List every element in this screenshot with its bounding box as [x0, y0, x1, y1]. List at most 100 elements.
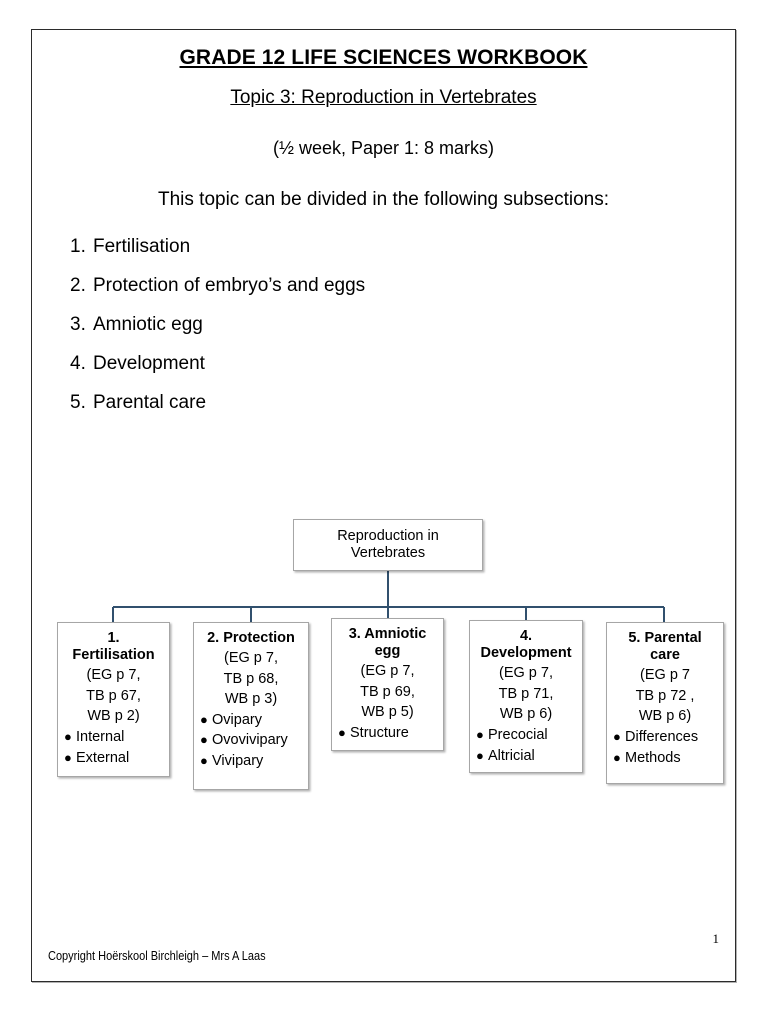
node-references: (EG p 7, TB p 68, WB p 3) [200, 648, 302, 710]
node-ref-line1: (EG p 7, [360, 663, 415, 680]
node-title-line1: 1. [107, 630, 120, 646]
topic-intro: This topic can be divided in the followi… [158, 188, 609, 210]
bullet-icon: ● [613, 749, 621, 765]
bullet-icon: ● [200, 753, 208, 768]
diagram-node-parental-care[interactable]: 5. Parental care (EG p 7 TB p 72 , WB p … [606, 622, 724, 784]
node-ref-line2: TB p 72 , [635, 687, 695, 704]
node-bullet-label: Altricial [488, 747, 535, 764]
node-bullet-list: ●Ovipary ●Ovovivipary ●Vivipary [200, 710, 302, 772]
list-item: 5. Parental care [70, 393, 735, 412]
node-bullet-item: ●Precocial [476, 725, 576, 746]
page-border [31, 29, 736, 982]
diagram-node-development[interactable]: 4. Development (EG p 7, TB p 71, WB p 6)… [469, 620, 583, 773]
node-bullet-label: Internal [76, 728, 125, 745]
node-ref-line1: (EG p 7, [499, 665, 553, 682]
node-bullet-list: ●Structure [338, 723, 437, 744]
bullet-icon: ● [200, 732, 208, 748]
bullet-icon: ● [64, 728, 72, 744]
node-ref-line2: TB p 68, [223, 670, 279, 687]
node-bullet-item: ● Vivipary [200, 751, 302, 772]
node-bullet-label: Vivipary [212, 753, 264, 769]
bullet-icon: ● [613, 728, 621, 744]
topic-meta: (½ week, Paper 1: 8 marks) [272, 138, 495, 158]
diagram-node-root[interactable]: Reproduction in Vertebrates [293, 519, 483, 571]
node-bullet-label: Methods [625, 749, 681, 766]
list-item-label: Amniotic egg [93, 314, 203, 336]
node-ref-line3: WB p 6) [499, 706, 553, 723]
bullet-icon: ● [476, 747, 484, 763]
list-item: 2. Protection of embryo’s and eggs [70, 276, 735, 295]
diagram-connector-lines [111, 571, 666, 622]
list-item-label: Parental care [93, 392, 207, 414]
node-ref-line1: (EG p 7, [224, 650, 278, 667]
node-ref-line3: WB p 6) [638, 708, 692, 725]
node-title-line1: 3. Amniotic [348, 626, 427, 642]
diagram-node-protection[interactable]: 2. Protection (EG p 7, TB p 68, WB p 3) … [193, 622, 309, 790]
page-content: GRADE 12 LIFE SCIENCES WORKBOOK Topic 3:… [32, 30, 735, 981]
list-item-number: 2. [70, 275, 86, 297]
node-bullet-label: Precocial [488, 726, 548, 743]
node-bullet-list: ●Differences ●Methods [613, 727, 717, 768]
node-title-line2: care [650, 647, 680, 664]
node-bullet-label: Differences [625, 728, 699, 745]
node-title-line2: Development [480, 645, 572, 662]
list-item-number: 3. [70, 314, 86, 336]
node-references: (EG p 7, TB p 69, WB p 5) [338, 661, 437, 723]
list-item-number: 5. [70, 392, 86, 414]
node-bullet-list: ●Precocial ●Altricial [476, 725, 576, 766]
diagram-node-root-label: Reproduction in Vertebrates [337, 528, 439, 563]
topic-flow-diagram: Reproduction in Vertebrates 1. Fertilisa… [32, 30, 735, 981]
node-references: (EG p 7, TB p 67, WB p 2) [64, 665, 163, 727]
node-bullet-label: Ovipary [212, 711, 262, 728]
node-references: (EG p 7 TB p 72 , WB p 6) [613, 665, 717, 727]
node-bullet-label: Ovovivipary [212, 732, 288, 749]
root-label-line2: Vertebrates [350, 545, 426, 561]
bullet-icon: ● [338, 724, 346, 740]
node-bullet-item: ●Internal [64, 727, 163, 748]
node-title: 5. Parental care [613, 630, 717, 664]
node-bullet-list: ●Internal ●External [64, 727, 163, 768]
list-item: 4. Development [70, 354, 735, 373]
list-item-number: 4. [70, 353, 86, 375]
node-ref-line1: (EG p 7, [86, 667, 141, 684]
footer-copyright: Copyright Hoërskool Birchleigh – Mrs A L… [48, 949, 266, 963]
node-title-line1: 5. Parental [628, 630, 702, 646]
node-title: 4. Development [476, 628, 576, 662]
bullet-icon: ● [476, 726, 484, 742]
bullet-icon: ● [64, 749, 72, 765]
subsection-list: 1. Fertilisation 2. Protection of embryo’s… [32, 237, 735, 412]
list-item: 3. Amniotic egg [70, 315, 735, 334]
node-bullet-item: ●Structure [338, 723, 437, 744]
bullet-icon: ● [200, 711, 208, 727]
node-ref-line3: WB p 5) [361, 704, 414, 721]
page-number: 1 [712, 931, 720, 946]
node-ref-line3: WB p 3) [224, 691, 278, 708]
node-title-line1: 4. [519, 628, 533, 644]
node-ref-line1: (EG p 7 [640, 667, 690, 684]
list-item-number: 1. [70, 236, 86, 258]
page-title: GRADE 12 LIFE SCIENCES WORKBOOK [179, 46, 588, 69]
topic-subtitle: Topic 3: Reproduction in Vertebrates [230, 87, 537, 109]
node-ref-line2: TB p 69, [360, 683, 415, 700]
node-bullet-label: Structure [350, 724, 409, 741]
diagram-node-fertilisation[interactable]: 1. Fertilisation (EG p 7, TB p 67, WB p … [57, 622, 170, 777]
node-bullet-item: ●Methods [613, 748, 717, 769]
node-references: (EG p 7, TB p 71, WB p 6) [476, 663, 576, 725]
node-bullet-item: ●Differences [613, 727, 717, 748]
node-bullet-item: ●Ovipary [200, 710, 302, 731]
node-bullet-item: ●External [64, 748, 163, 769]
node-title: 1. Fertilisation [64, 630, 163, 664]
node-ref-line2: TB p 71, [498, 685, 554, 702]
node-title: 2. Protection [200, 630, 302, 647]
list-item-label: Protection of embryo’s and eggs [93, 275, 366, 297]
list-item-label: Fertilisation [93, 236, 191, 258]
node-bullet-item: ●Altricial [476, 746, 576, 767]
node-title-line1: 2. Protection [207, 630, 295, 646]
diagram-node-amniotic-egg[interactable]: 3. Amniotic egg (EG p 7, TB p 69, WB p 5… [331, 618, 444, 751]
node-title: 3. Amniotic egg [338, 626, 437, 660]
node-bullet-item: ●Ovovivipary [200, 730, 302, 751]
root-label-line1: Reproduction in [337, 527, 439, 544]
list-item: 1. Fertilisation [70, 237, 735, 256]
list-item-label: Development [93, 353, 205, 375]
